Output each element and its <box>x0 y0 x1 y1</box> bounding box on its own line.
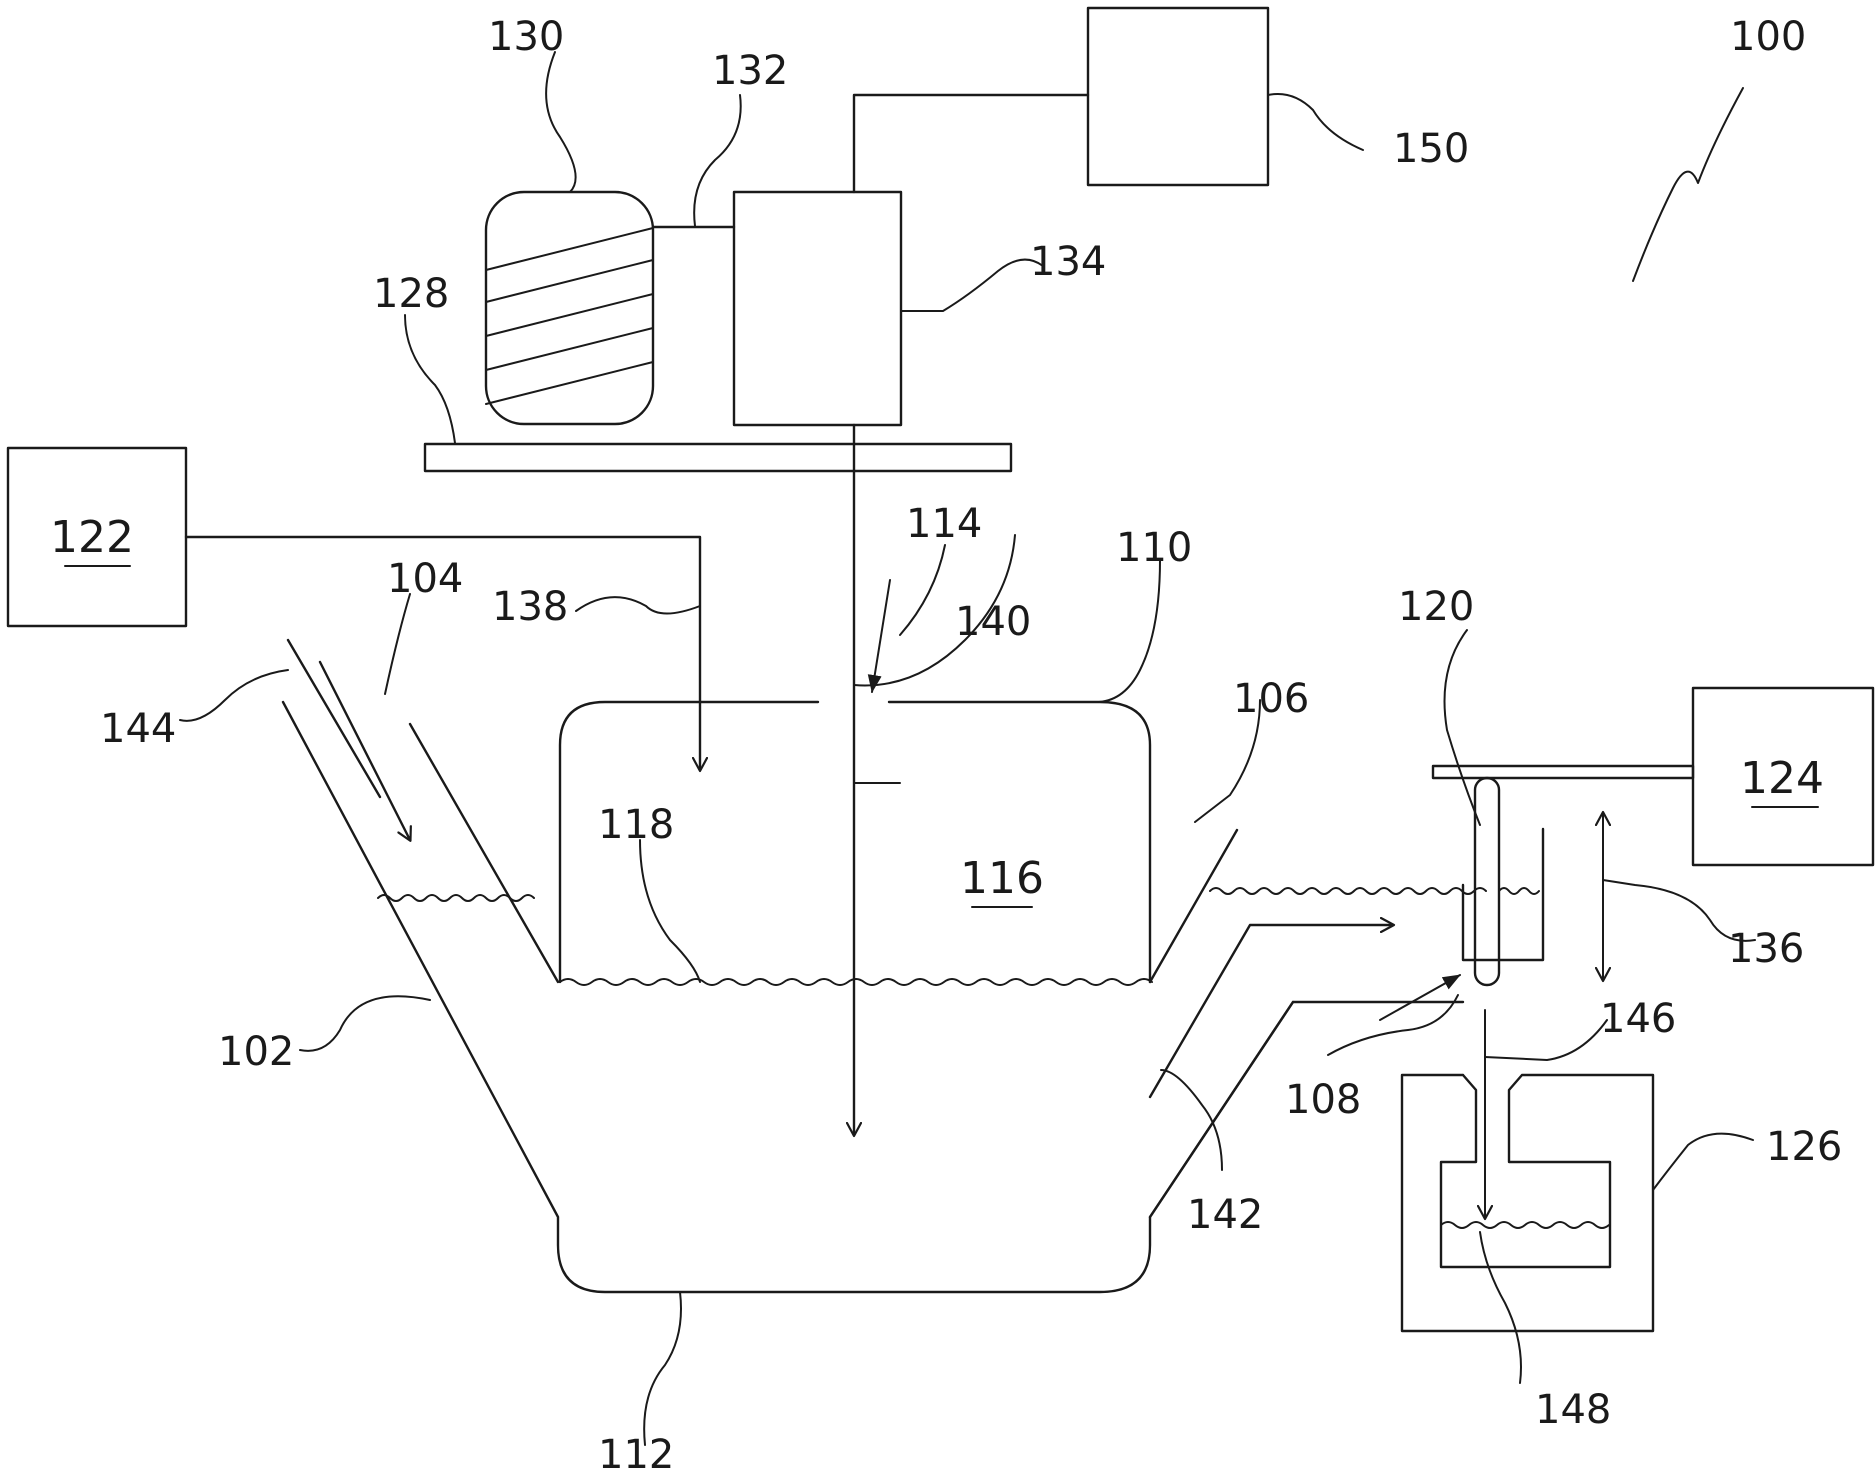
opening-arrow-114 <box>872 580 890 692</box>
label-120: 120 <box>1398 584 1474 630</box>
outflow-wall-106 <box>1150 830 1237 982</box>
cup-surface <box>1499 888 1539 894</box>
melt-surface-118 <box>560 979 1152 985</box>
label-122: 122 <box>50 512 134 563</box>
label-130: 130 <box>488 14 564 60</box>
gate-arm <box>1433 766 1693 778</box>
label-148: 148 <box>1535 1387 1611 1433</box>
label-106: 106 <box>1233 676 1309 722</box>
controller-line <box>854 95 1088 192</box>
label-114: 114 <box>906 501 982 547</box>
coil-reservoir-130 <box>486 192 653 424</box>
crucible-102 <box>283 702 1463 1292</box>
gate-arrow-108 <box>1380 975 1460 1020</box>
gate-rod-120 <box>1475 778 1499 985</box>
label-132: 132 <box>712 48 788 94</box>
label-118: 118 <box>598 802 674 848</box>
label-102: 102 <box>218 1029 294 1075</box>
label-104: 104 <box>387 556 463 602</box>
melt-surface-right <box>1210 888 1486 894</box>
coil-windings <box>486 228 653 404</box>
label-112: 112 <box>598 1432 674 1475</box>
feed-tube-outer-144 <box>288 640 380 797</box>
label-140: 140 <box>955 599 1031 645</box>
label-100: 100 <box>1730 14 1806 60</box>
label-124: 124 <box>1740 753 1824 804</box>
base-plate-128 <box>425 444 1011 471</box>
label-146: 146 <box>1600 996 1676 1042</box>
label-116: 116 <box>960 853 1044 904</box>
label-138: 138 <box>492 584 568 630</box>
label-134: 134 <box>1030 239 1106 285</box>
feed-tube-inner-104 <box>410 724 558 982</box>
controller-box-150 <box>1088 8 1268 185</box>
collector-surface-148 <box>1441 1222 1609 1228</box>
label-108: 108 <box>1285 1077 1361 1123</box>
label-126: 126 <box>1766 1124 1842 1170</box>
label-128: 128 <box>373 271 449 317</box>
label-110: 110 <box>1116 525 1192 571</box>
channel-142 <box>1150 925 1393 1097</box>
collector-126 <box>1402 1075 1653 1331</box>
label-150: 150 <box>1393 126 1469 172</box>
feed-tube-arrow <box>320 662 410 840</box>
channel-lower <box>1150 1002 1293 1217</box>
label-142: 142 <box>1187 1192 1263 1238</box>
feeder-unit-134 <box>734 192 901 425</box>
leader-lines <box>180 52 1755 1445</box>
label-136: 136 <box>1728 926 1804 972</box>
label-144: 144 <box>100 706 176 752</box>
